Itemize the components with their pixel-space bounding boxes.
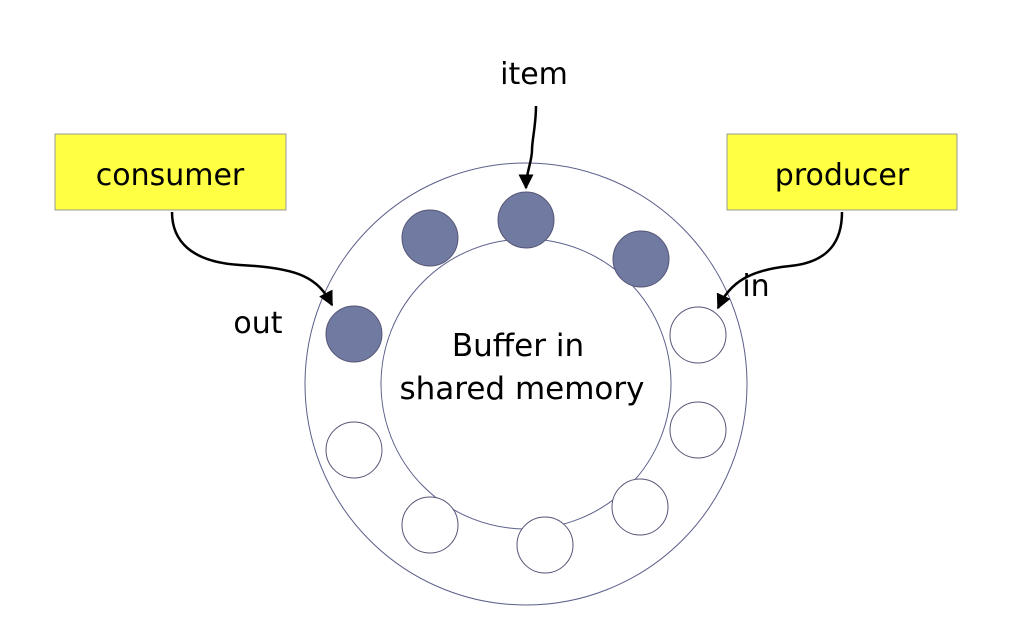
item-arrow [518,105,538,190]
buffer-slot [325,421,383,479]
buffer-slot [612,230,670,288]
item-label: item [500,57,568,92]
buffer-slot [669,401,727,459]
buffer-slot-item [497,191,555,249]
buffer-label-line2: shared memory [400,371,645,407]
buffer-slot [516,516,574,574]
in-arrow [716,211,844,310]
consumer-label: consumer [96,158,245,193]
buffer-slot [611,478,669,536]
buffer-slot-in [669,306,727,364]
consumer-box [54,133,287,211]
in-label: in [742,269,769,304]
buffer-label-line1: Buffer in [452,328,584,364]
buffer-slot-out [325,305,383,363]
buffer-slot [401,209,459,267]
producer-box [726,133,958,211]
out-arrow [170,211,334,307]
out-label: out [233,306,282,341]
buffer-slot [401,496,459,554]
producer-label: producer [775,158,910,193]
